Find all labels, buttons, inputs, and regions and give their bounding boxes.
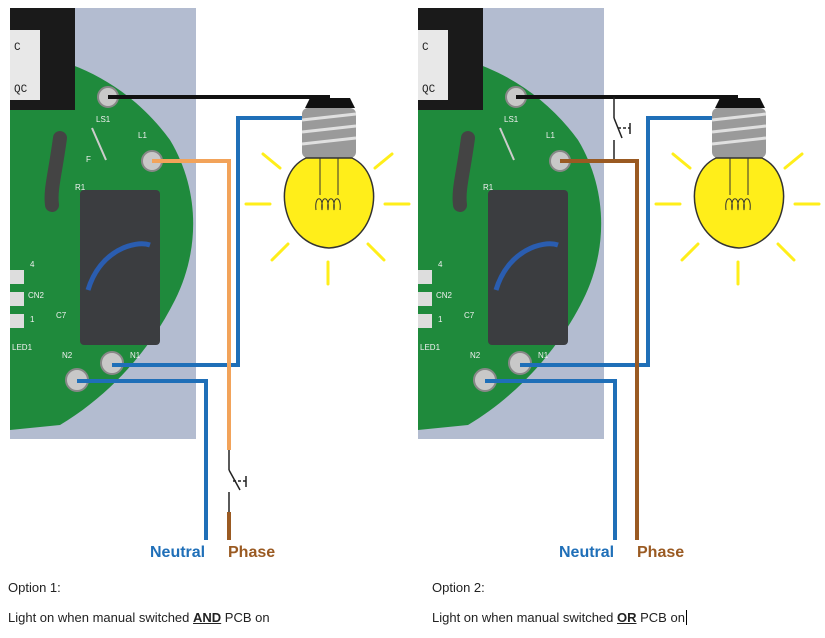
pcb-label-cn2: CN2: [436, 291, 453, 300]
relay-label-plate: [418, 30, 448, 100]
pcb-label-n1: N1: [130, 351, 141, 360]
neutral-wire-n1-to-bulb: [520, 116, 713, 367]
svg-text:QC: QC: [422, 84, 436, 96]
pcb-label-cn2: CN2: [28, 291, 45, 300]
power-module: [80, 190, 160, 345]
pcb-label-n2: N2: [62, 351, 73, 360]
pcb-label-led1: LED1: [12, 343, 33, 352]
neutral-wire-n2-down: [77, 379, 208, 540]
pcb-label-ls1: LS1: [96, 115, 111, 124]
pcb-label-c7: C7: [464, 311, 475, 320]
option1-diagram: C QC LS1 L1 F R1 4 CN2 1 C7 LED1 N2 N1: [10, 8, 411, 540]
svg-text:QC: QC: [14, 84, 28, 96]
option1-description-emphasis: AND: [193, 610, 222, 625]
option2-neutral-label: Neutral: [559, 544, 615, 561]
pcb-label-l1: L1: [138, 131, 147, 140]
neutral-wire-n1-to-bulb: [112, 116, 305, 367]
light-bulb-icon: [244, 98, 411, 286]
svg-text:C: C: [422, 42, 429, 54]
option1-neutral-label: Neutral: [150, 544, 206, 561]
option2-description[interactable]: Light on when manual switched OR PCB on: [432, 610, 687, 625]
svg-text:C: C: [14, 42, 21, 54]
pcb-label-pin4: 4: [30, 260, 35, 269]
neutral-wire-n2-down: [485, 379, 617, 540]
option1-description: Light on when manual switched AND PCB on: [8, 610, 270, 625]
option2-diagram: C QC LS1 L1 R1 4 CN2 1 C7 LED1 N2 N1: [418, 8, 821, 540]
pcb-label-n1: N1: [538, 351, 549, 360]
pcb-label-pin1: 1: [438, 315, 443, 324]
manual-switch: [613, 97, 631, 161]
manual-switch: [228, 450, 247, 512]
phase-wire-l1: [560, 159, 639, 540]
pcb-label-f: F: [86, 155, 91, 164]
text-cursor: [685, 610, 687, 625]
light-bulb-icon: [654, 98, 821, 286]
option1-description-prefix: Light on when manual switched: [8, 610, 194, 625]
phase-wire-l1: [152, 159, 231, 450]
option1-description-suffix: PCB on: [221, 610, 270, 625]
pcb-label-r1: R1: [483, 183, 494, 192]
resistor: [452, 131, 475, 212]
option2-description-emphasis: OR: [617, 610, 637, 625]
pcb-label-ls1: LS1: [504, 115, 519, 124]
option2-phase-label: Phase: [637, 544, 685, 561]
option2-title: Option 2:: [432, 580, 485, 595]
option2-description-suffix: PCB on: [636, 610, 685, 625]
pcb-label-pin4: 4: [438, 260, 443, 269]
pcb-label-c7: C7: [56, 311, 67, 320]
resistor: [44, 131, 67, 212]
pcb-label-r1: R1: [75, 183, 86, 192]
pcb-label-l1: L1: [546, 131, 555, 140]
option1-title: Option 1:: [8, 580, 61, 595]
power-module: [488, 190, 568, 345]
pcb-label-n2: N2: [470, 351, 481, 360]
option1-phase-label: Phase: [228, 544, 276, 561]
relay-label-plate: [10, 30, 40, 100]
option2-description-prefix: Light on when manual switched: [432, 610, 618, 625]
pcb-label-pin1: 1: [30, 315, 35, 324]
pcb-label-led1: LED1: [420, 343, 441, 352]
